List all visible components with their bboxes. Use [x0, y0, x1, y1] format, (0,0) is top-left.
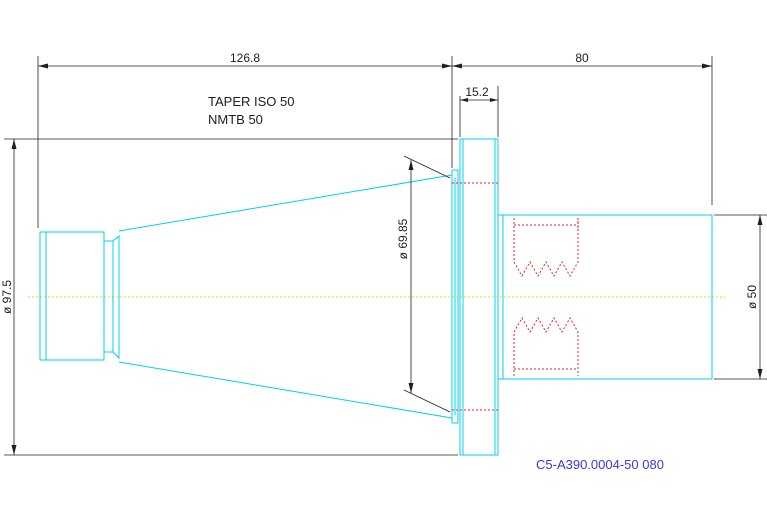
dimension-lines — [4, 56, 767, 456]
dim-taper-diameter: ø 69.85 — [396, 218, 410, 259]
part-code: C5-A390.0004-50 080 — [536, 457, 664, 472]
dim-shank-diameter: ø 50 — [745, 285, 759, 309]
dim-body-length: 80 — [575, 51, 589, 65]
dim-overall-diameter: ø 97.5 — [0, 280, 14, 314]
dim-taper-length: 126.8 — [230, 51, 260, 65]
tool-outline — [39, 138, 713, 456]
taper-note-line1: TAPER ISO 50 — [208, 94, 294, 109]
hidden-lines — [452, 182, 579, 411]
dim-flange-width: 15.2 — [465, 85, 489, 99]
taper-note-line2: NMTB 50 — [208, 112, 263, 127]
